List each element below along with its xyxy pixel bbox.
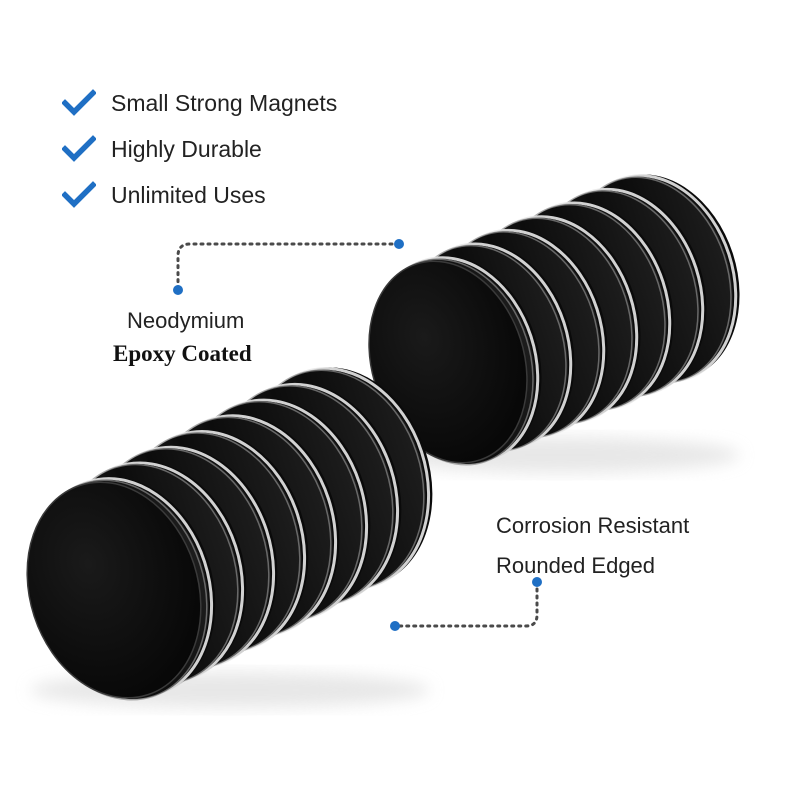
bottom-callout-connector (393, 580, 539, 628)
top-callout-connector (176, 242, 401, 292)
check-icon (62, 181, 96, 208)
feature-label: Small Strong Magnets (111, 89, 338, 116)
bottom-callout-dot-start (532, 577, 542, 587)
top-callout-dot-end (394, 239, 404, 249)
magnet-face (26, 481, 202, 699)
front-stack (26, 367, 433, 701)
back-stack (368, 174, 740, 466)
callout-neodymium: Neodymium (127, 308, 245, 333)
feature-item: Small Strong Magnets (62, 80, 337, 126)
feature-list: Small Strong Magnets Highly Durable Unli… (62, 80, 337, 218)
callout-rounded-edged: Rounded Edged (496, 553, 656, 578)
bottom-callout-dot-end (390, 621, 400, 631)
callout-epoxy-coated: Epoxy Coated (113, 341, 252, 366)
top-callout-dot-start (173, 285, 183, 295)
feature-item: Unlimited Uses (62, 172, 337, 218)
feature-label: Highly Durable (111, 135, 262, 162)
feature-label: Unlimited Uses (111, 181, 266, 208)
check-icon (62, 89, 96, 116)
feature-item: Highly Durable (62, 126, 337, 172)
check-icon (62, 135, 96, 162)
callout-corrosion-resistant: Corrosion Resistant (496, 513, 690, 538)
